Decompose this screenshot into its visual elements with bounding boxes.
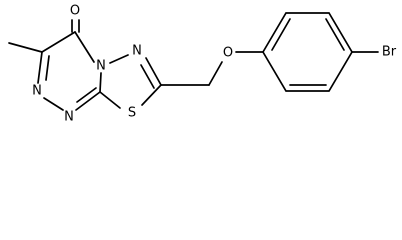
carbonyl-oxygen-label: O: [70, 4, 80, 19]
bond-n-lower-to-fusion-c-double: [76, 87, 97, 103]
triazine-n-lower-label: N: [64, 110, 74, 125]
bond-methyl-c-to-n-upper-double: [45, 55, 50, 81]
bond-ch2-to-ether-o: [208, 61, 223, 86]
bond-c7-to-sulfur: [141, 84, 162, 106]
bond-thiadiazole-n-to-c7: [145, 57, 162, 86]
bond-methyl-c-to-n-upper: [37, 51, 43, 84]
triazine-n-upper-label: N: [32, 84, 42, 99]
chemical-structure-diagram: O N N N N S O Br: [8, 4, 397, 125]
bond-methyl: [8, 42, 43, 53]
benzene-double-bond-1: [271, 18, 291, 51]
bond-bridgehead-n-to-carbonyl-c: [74, 31, 95, 63]
bridgehead-n-label: N: [96, 59, 106, 74]
sulfur-label: S: [128, 106, 136, 121]
bromine-label: Br: [382, 45, 397, 60]
bond-n-upper-to-n-lower: [43, 97, 64, 111]
ether-oxygen-label: O: [223, 46, 233, 61]
bond-thiadiazole-n-to-c7-double: [140, 64, 155, 89]
bond-carbonyl-c-to-methyl-c: [41, 31, 76, 53]
bond-fusion-c-to-bridgehead-n: [99, 72, 102, 93]
thiadiazole-n-label: N: [132, 44, 142, 59]
bond-bridgehead-n-to-thiadiazole-n: [109, 54, 129, 64]
benzene-double-bond-2: [325, 18, 345, 51]
bond-n-lower-to-fusion-c: [75, 91, 101, 111]
bond-sulfur-to-fusion-c: [99, 91, 121, 109]
benzene-ring: [262, 12, 353, 92]
